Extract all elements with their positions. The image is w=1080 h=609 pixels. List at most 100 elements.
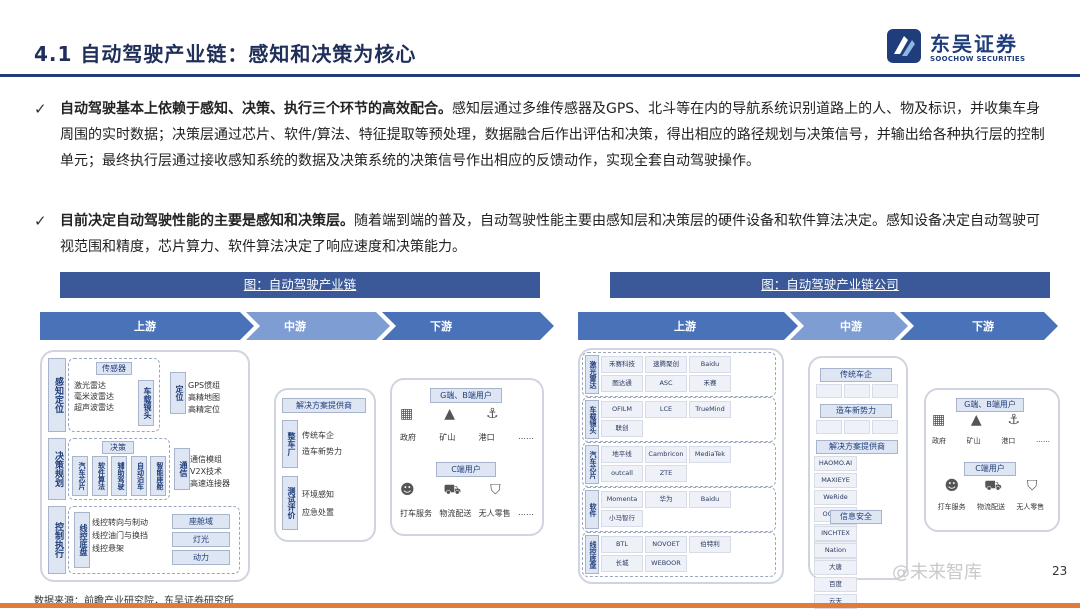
company-logo-tile: WEBOOR	[645, 555, 687, 572]
control-item-cockpit: 座舱域	[172, 514, 230, 529]
header-divider	[0, 74, 1080, 77]
cart-icon: ⛉	[490, 482, 501, 498]
company-logo-tile: ASC	[645, 375, 687, 392]
company-logo-tile: 伯特利	[689, 536, 731, 553]
bullet-1-text: 感知层通过多维传感器及GPS、北斗等在内的导航系统识别道路上的人、物及标识，并收…	[60, 101, 1045, 169]
logo-chinese-text: 东吴证券	[930, 32, 1018, 56]
right-c-title: C端用户	[964, 462, 1016, 476]
provider-logos: HAOMO.AIMAXIEYEWeRideOCRAFTHOLOMATICapol…	[814, 456, 900, 573]
control-item-power: 动力	[172, 550, 230, 565]
bullet-2-text: 随着端到端的普及，自动驾驶性能主要由感知层和决策层的硬件设备和软件算法决定。感知…	[60, 213, 1040, 255]
comm-list: 通信模组 V2X技术 高速连接器	[190, 455, 230, 488]
truck-icon: ⛟	[984, 478, 1002, 494]
left-stage-downstream: 下游	[430, 320, 452, 333]
left-stage-midstream: 中游	[284, 320, 306, 333]
logo-group-label: 车载镜头	[585, 400, 599, 439]
gb-users-title: G端、B端用户	[430, 388, 502, 403]
right-stage-midstream: 中游	[840, 320, 862, 333]
company-logo-tile: ZTE	[645, 465, 687, 482]
footer-bar	[0, 603, 1080, 608]
c-users-title: C端用户	[436, 462, 496, 477]
mountain-icon: ▲	[444, 406, 455, 422]
left-stage-upstream: 上游	[134, 320, 156, 333]
check-icon: ✓	[34, 100, 47, 118]
company-logo-tile: Nation	[814, 543, 857, 558]
new-force-logos	[816, 420, 898, 434]
company-logo-tile: 地平线	[601, 446, 643, 463]
soochow-logo-icon	[887, 29, 921, 63]
company-logo-tile: 大唐	[814, 560, 857, 575]
left-stage-arrows	[40, 312, 554, 340]
test-label: 测试评价	[282, 476, 298, 530]
right-c-icons: ☻ ⛟ ⛉	[932, 478, 1050, 496]
data-source: 数据来源：前瞻产业研究院，东吴证券研究所	[34, 596, 234, 607]
people-icon: ☻	[400, 482, 415, 498]
logo-group-label: 汽车芯片	[585, 445, 599, 484]
chassis-label: 线控底盘	[74, 512, 90, 568]
company-logo-tile: outcall	[601, 465, 643, 482]
company-logo-tile: BTL	[601, 536, 643, 553]
company-logo-tile: Momenta	[601, 491, 643, 508]
logo-group-label: 线控底盘	[585, 535, 599, 574]
gb-icons: ▦ ▲ ⚓	[400, 406, 534, 422]
decision-items: 汽车芯片 软件算法 辅助驾驶 自动泊车 智能座舱	[72, 456, 166, 496]
right-stage-arrows	[578, 312, 1058, 340]
positioning-label: 定位	[170, 372, 186, 414]
new-force-title: 造车新势力	[820, 404, 892, 418]
decision-planning-label: 决策规划	[48, 438, 66, 500]
provider-title: 解决方案提供商	[816, 440, 898, 454]
right-figure-title: 图：自动驾驶产业链公司	[610, 272, 1050, 298]
people-icon: ☻	[944, 478, 960, 494]
bullet-paragraph-1: ✓ 自动驾驶基本上依赖于感知、决策、执行三个环节的高效配合。感知层通过多维传感器…	[34, 96, 1045, 174]
company-logo-tile: TrueMind	[689, 401, 731, 418]
logo-group-label: 软件	[585, 490, 599, 529]
decision-title: 决策	[102, 441, 134, 454]
oem-label: 整车厂	[282, 420, 298, 468]
bullet-paragraph-2: ✓ 目前决定自动驾驶性能的主要是感知和决策层。随着端到端的普及，自动驾驶性能主要…	[34, 208, 1045, 260]
company-logo-tile: Cambricon	[645, 446, 687, 463]
oem-list: 传统车企 造车新势力	[302, 431, 342, 456]
logo-english-text: SOOCHOW SECURITIES	[930, 55, 1026, 63]
page-title: 4.1 自动驾驶产业链：感知和决策为核心	[34, 42, 417, 66]
chassis-list: 线控转向与制动 线控油门与换挡 线控悬架	[92, 518, 148, 553]
control-execution-label: 控制执行	[48, 506, 66, 574]
company-logo-tile: MediaTek	[689, 446, 731, 463]
c-users-list: 打车服务 物流配送 无人零售 ……	[400, 508, 534, 518]
company-logo-tile: 禾赛	[689, 375, 731, 392]
company-logo-tile: Baidu	[689, 356, 731, 373]
right-gb-title: G端、B端用户	[956, 398, 1024, 412]
company-logo-tile: NOVOET	[645, 536, 687, 553]
sensor-title: 传感器	[96, 362, 132, 375]
c-icons: ☻ ⛟ ⛉	[400, 482, 534, 500]
company-logo-tile: MAXIEYE	[814, 473, 857, 488]
right-stage-downstream: 下游	[972, 320, 994, 333]
solution-provider-title: 解决方案提供商	[282, 398, 366, 413]
crane-icon: ⚓	[485, 406, 499, 422]
security-title: 信息安全	[830, 510, 882, 524]
crane-icon: ⚓	[1007, 412, 1020, 428]
company-logo-tile: 速腾聚创	[645, 356, 687, 373]
building-icon: ▦	[932, 412, 946, 428]
company-logo-tile: WeRide	[814, 490, 857, 505]
mountain-icon: ▲	[970, 412, 982, 428]
left-downstream-panel	[390, 378, 544, 536]
watermark: @未来智库	[892, 562, 982, 583]
company-logo: 东吴证券 SOOCHOW SECURITIES	[886, 28, 1056, 68]
gb-users-list: 政府 矿山 港口 ……	[400, 432, 534, 442]
company-logo-tile: 华为	[645, 491, 687, 508]
right-downstream-panel	[924, 388, 1060, 532]
company-logo-tile: HAOMO.AI	[814, 456, 857, 471]
truck-icon: ⛟	[443, 482, 462, 498]
check-icon: ✓	[34, 212, 47, 230]
bullet-2-bold: 目前决定自动驾驶性能的主要是感知和决策层。	[60, 213, 354, 229]
perception-label: 感知定位	[48, 358, 66, 432]
building-icon: ▦	[400, 406, 414, 422]
cart-icon: ⛉	[1026, 478, 1038, 494]
